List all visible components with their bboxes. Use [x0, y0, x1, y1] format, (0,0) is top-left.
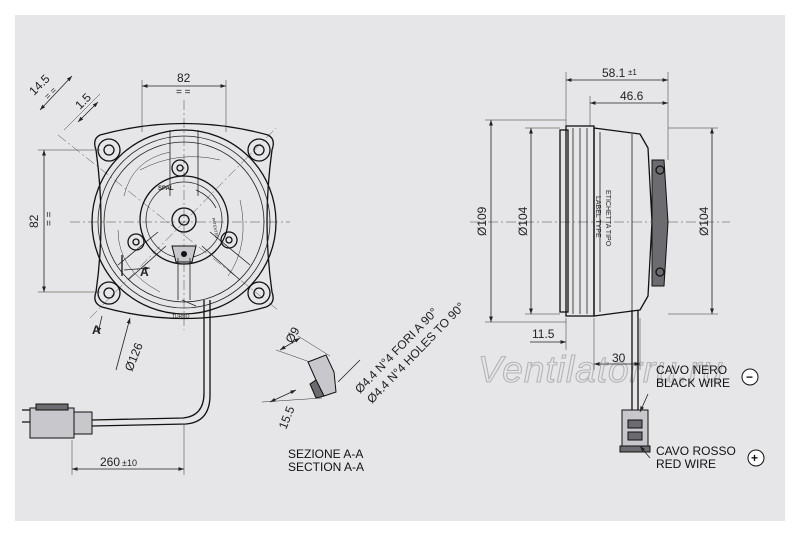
base-text: TURBO [172, 314, 190, 320]
fan-shroud [91, 129, 277, 315]
cable-length: 260 [100, 455, 120, 469]
section-mark-a2: A [92, 323, 101, 337]
dim-11-5: 11.5 [532, 327, 555, 341]
watermark-text: Ventilatorru.ru [478, 349, 724, 390]
dim-d104-right: Ø104 [697, 206, 711, 236]
svg-text:−: − [746, 370, 753, 384]
dim-outer-dia: Ø126 [122, 340, 146, 373]
dim-d109: Ø109 [475, 206, 489, 236]
section-dim-depth: 15.5 [276, 404, 298, 431]
front-view: SPAL PATENTED TURBO A A 82 = = 82 = = 14… [26, 71, 290, 373]
cable-length-tol: ±10 [122, 458, 137, 468]
dim-d104-left: Ø104 [516, 206, 530, 236]
side-view: ETICHETTA TIPO LABEL TYPE 58.1 ±1 46.6 Ø… [470, 66, 730, 459]
cable-connector [29, 407, 75, 439]
section-title-it: SEZIONE A-A [288, 447, 363, 461]
dim-width: 82 [177, 71, 191, 85]
dim-height: 82 [27, 214, 41, 228]
side-connector [621, 409, 649, 453]
logo-text: SPAL [158, 186, 174, 192]
svg-text:+: + [751, 451, 758, 465]
section-mark-a: A [140, 265, 149, 279]
black-wire-label-it: CAVO NERO [656, 363, 727, 377]
dim-total: 58.1 [602, 66, 626, 80]
cable-assembly: 260 ±10 [22, 300, 211, 475]
dim-body: 46.6 [620, 89, 644, 103]
label-type-en: LABEL TYPE [594, 196, 601, 238]
svg-text:= =: = = [176, 87, 191, 98]
side-motor [593, 127, 653, 317]
minus-icon [741, 368, 759, 386]
section-a-a: Ø9 15.5 Ø4.4 N°4 FORI A 90° Ø4.4 N°4 HOL… [261, 299, 468, 474]
plus-icon [747, 449, 765, 467]
fan-flange [94, 122, 274, 320]
label-type-it: ETICHETTA TIPO [604, 190, 611, 247]
motor-hub [139, 175, 229, 265]
section-title-en: SECTION A-A [288, 460, 364, 474]
svg-text:= =: = = [44, 211, 55, 226]
hub-text: PATENTED [211, 217, 220, 238]
dim-total-tol: ±1 [628, 68, 637, 77]
holes-label-en: Ø4.4 N°4 HOLES TO 90° [364, 299, 468, 406]
dim-30: 30 [612, 351, 626, 365]
red-wire-label-en: RED WIRE [656, 457, 716, 471]
black-wire-label-en: BLACK WIRE [656, 376, 730, 390]
wire-labels: CAVO NERO BLACK WIRE − CAVO ROSSO RED WI… [656, 363, 765, 471]
red-wire-label-it: CAVO ROSSO [656, 444, 736, 458]
section-dim-dia: Ø9 [282, 324, 302, 345]
